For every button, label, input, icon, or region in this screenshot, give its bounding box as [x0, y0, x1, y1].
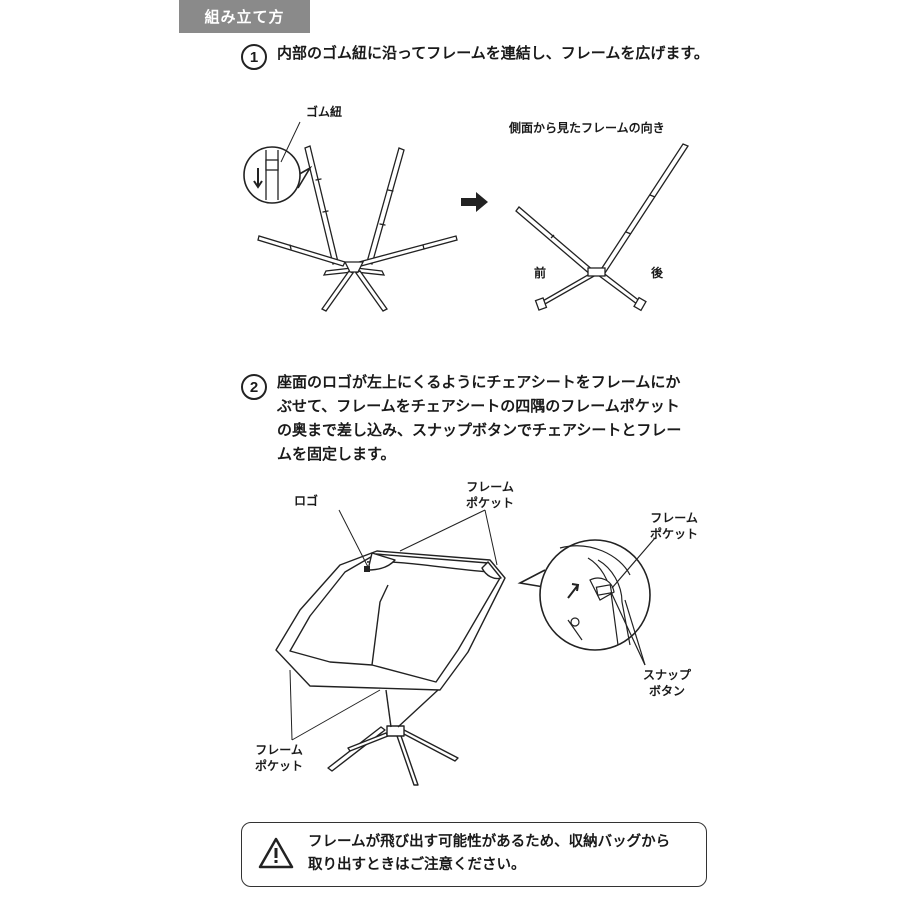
warning-text: フレームが飛び出す可能性があるため、収納バッグから 取り出すときはご注意ください… [308, 834, 671, 873]
front-label: 前 [534, 266, 547, 280]
step-2-instruction: 座面のロゴが左上にくるようにチェアシートをフレームにか ぶせて、フレームをチェア… [277, 373, 682, 463]
section-title-tab: 組み立て方 [179, 0, 310, 33]
frame-pocket-top-label: フレーム ポケット [466, 480, 515, 510]
warning-box: フレームが飛び出す可能性があるため、収納バッグから 取り出すときはご注意ください… [241, 822, 707, 887]
step-1-instruction: 内部のゴム紐に沿ってフレームを連結し、フレームを広げます。 [277, 44, 709, 62]
cord-label: ゴム紐 [306, 105, 343, 119]
side-view-label: 側面から見たフレームの向き [509, 121, 665, 135]
snap-button-label: スナップ ボタン [643, 668, 692, 698]
step-1-number: 1 [241, 44, 267, 70]
frame-pocket-detail-label: フレーム ポケット [650, 511, 699, 541]
warning-triangle-icon [258, 837, 294, 869]
step-2-number: 2 [241, 374, 267, 400]
frame-pocket-bottom-label: フレーム ポケット [255, 743, 304, 773]
logo-label: ロゴ [294, 494, 319, 508]
back-label: 後 [651, 266, 664, 280]
